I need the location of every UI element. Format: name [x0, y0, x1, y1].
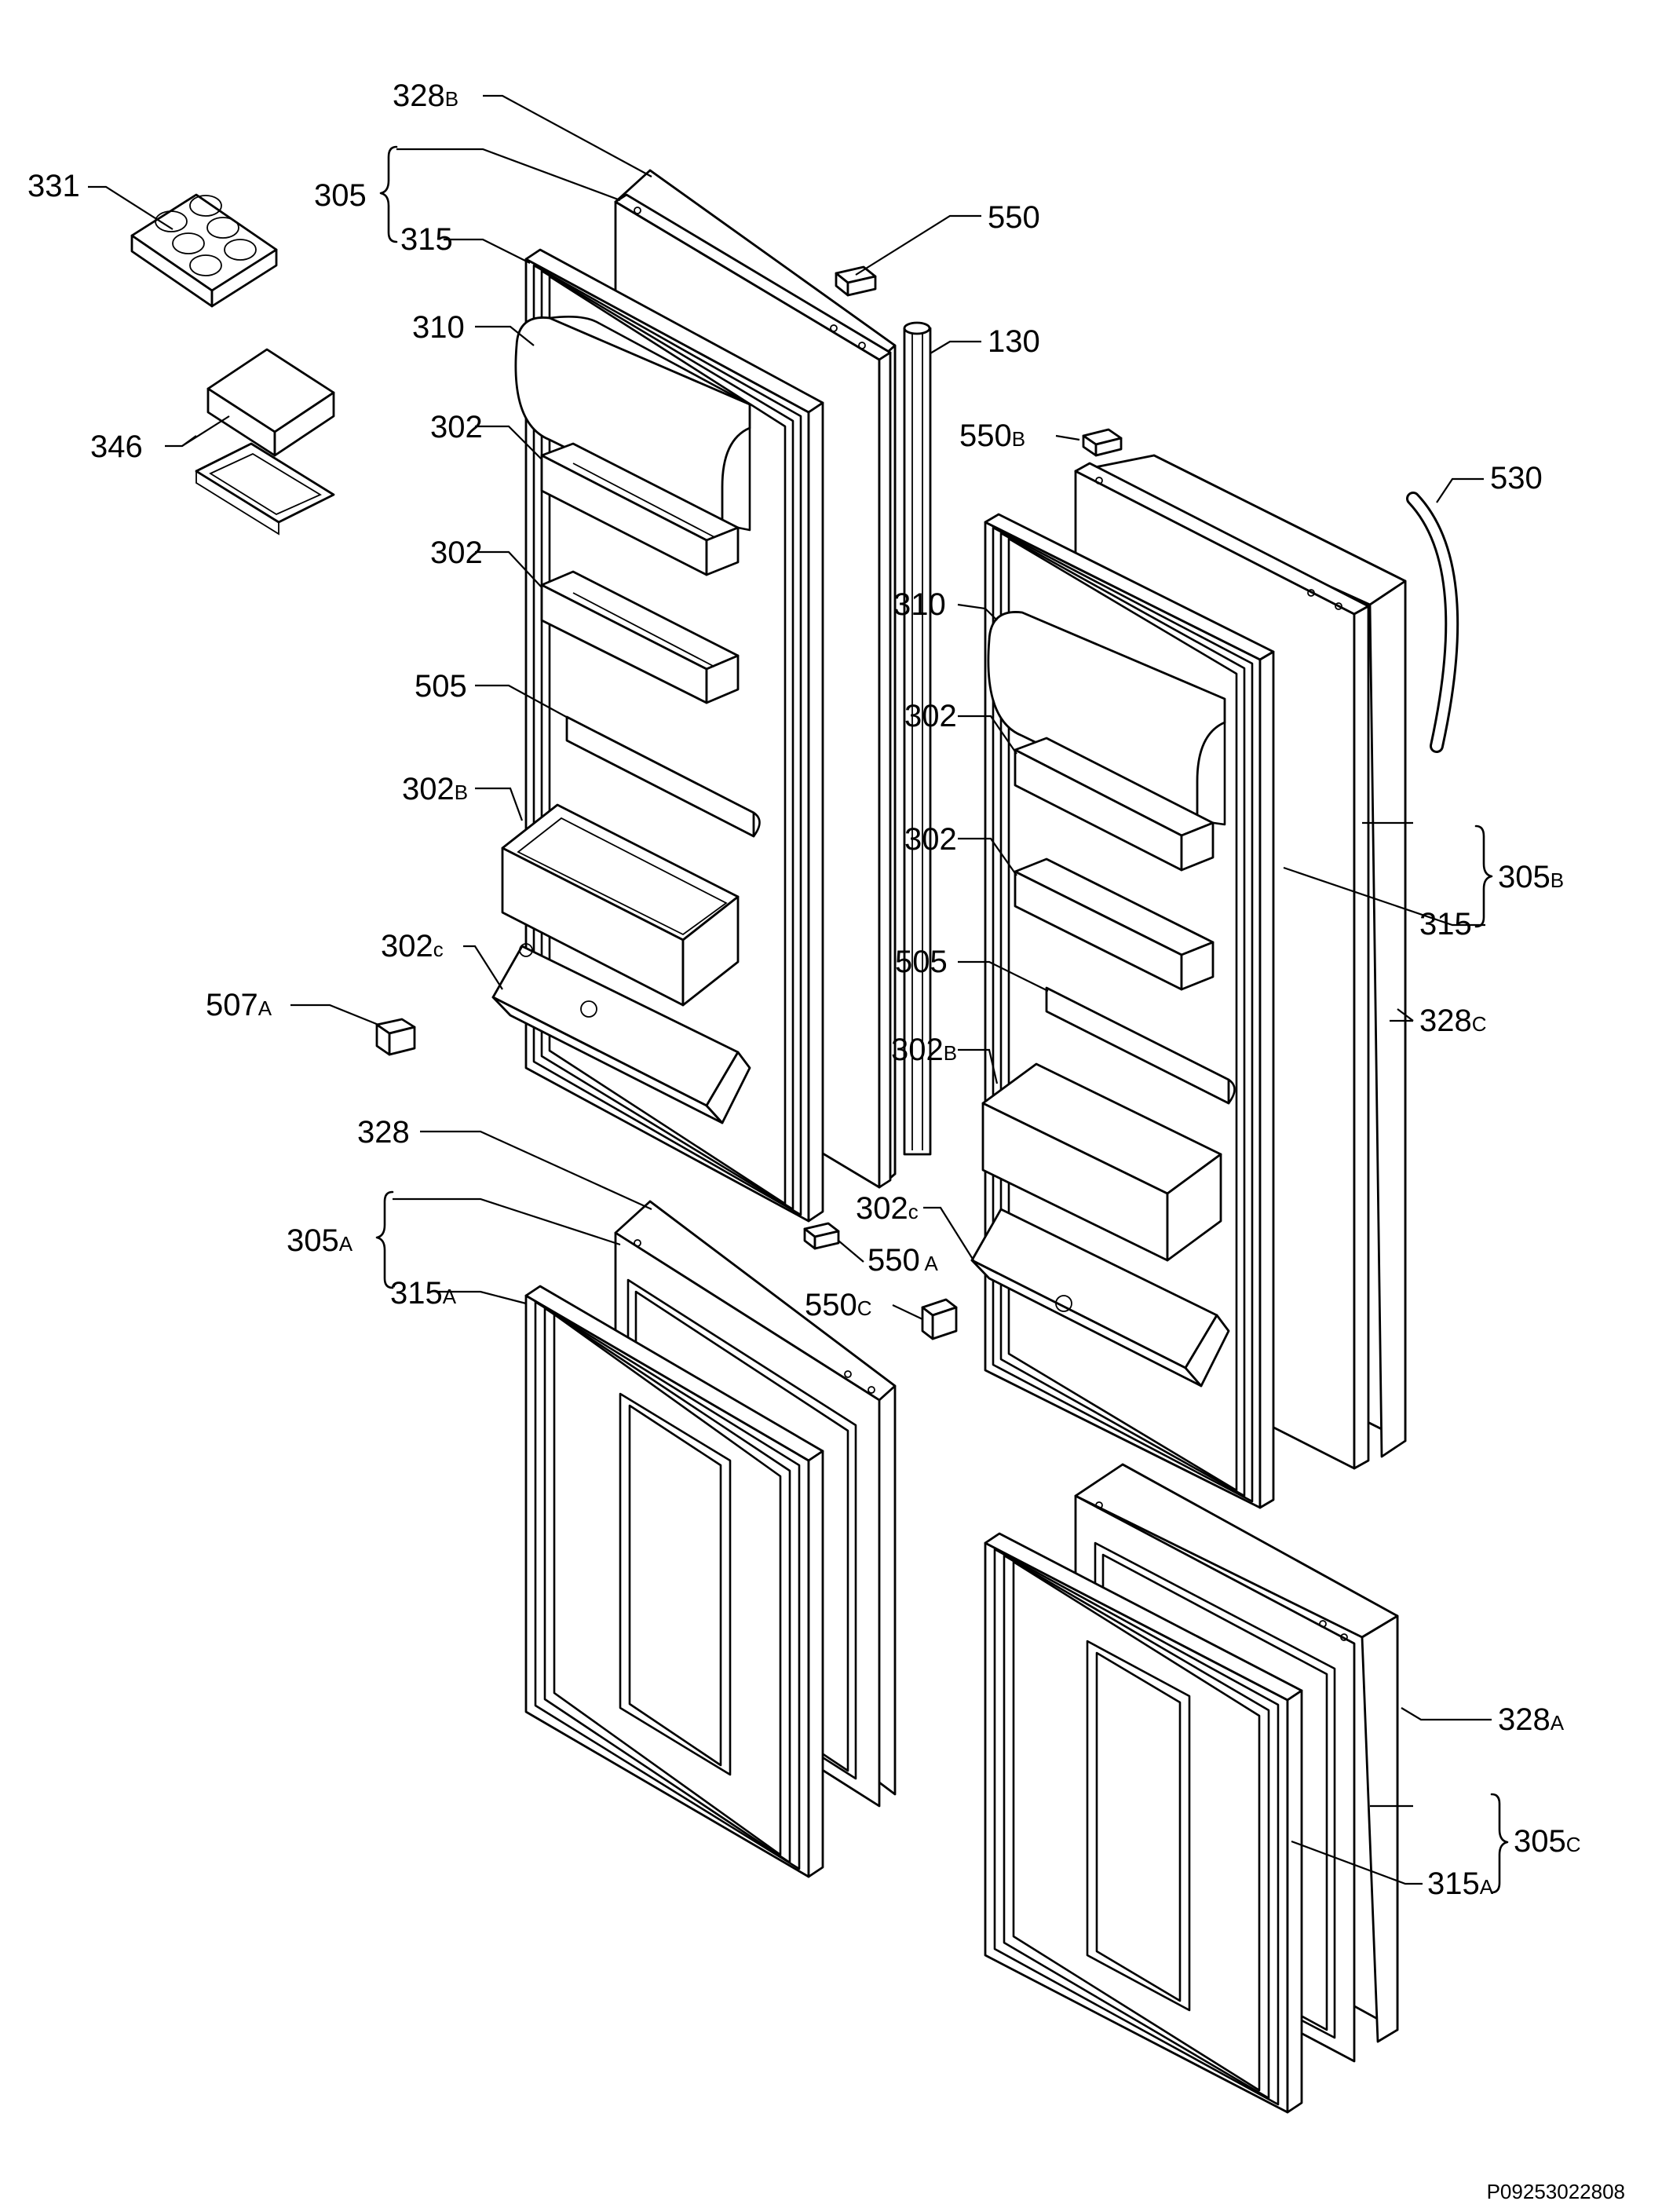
clip-550 [835, 265, 877, 297]
label-346: 346 [90, 430, 143, 464]
reference-code: P09253022808 [1487, 2180, 1625, 2203]
label-310: 310 [412, 310, 465, 345]
clip-550b [1082, 428, 1123, 457]
left-door-shelf-302-lower [540, 570, 740, 704]
label-315a-right: 315A [1427, 1866, 1494, 1901]
label-315a: 315A [390, 1276, 457, 1311]
handle-530 [1406, 492, 1459, 753]
label-550c: 550C [805, 1288, 872, 1322]
label-305a: 305A [287, 1223, 353, 1258]
label-305c: 305C [1514, 1824, 1581, 1859]
label-305: 305 [314, 178, 367, 213]
label-530: 530 [1490, 461, 1543, 495]
brace-305c [1490, 1793, 1509, 1894]
label-505-right: 505 [895, 945, 948, 979]
left-door-shelf-302-upper [540, 442, 740, 576]
left-egg-tray-302c [491, 943, 751, 1124]
left-lower-gasket-315a [524, 1285, 824, 1878]
right-label-strip-505 [1045, 986, 1236, 1105]
brace-305b [1474, 824, 1493, 928]
clip-550a [803, 1222, 840, 1250]
clip-507a [375, 1018, 416, 1056]
label-550a: 550 A [868, 1243, 939, 1278]
label-302-right-upper: 302 [904, 699, 957, 733]
right-lower-gasket-315a [984, 1532, 1303, 2114]
label-550: 550 [988, 200, 1040, 235]
butter-dish-346 [195, 348, 335, 536]
label-302-upper: 302 [430, 410, 483, 444]
label-302b-right: 302B [891, 1033, 957, 1067]
right-egg-tray-302c [970, 1208, 1230, 1388]
label-505: 505 [415, 669, 467, 704]
part-labels: 331 346 328B 305 315 310 302 302 505 302… [27, 79, 1581, 1901]
brace-305 [379, 145, 398, 243]
label-305b: 305B [1498, 860, 1564, 894]
label-315-right: 315 [1419, 907, 1472, 941]
mullion-strip-130 [903, 321, 932, 1156]
leader-lines [88, 94, 1492, 1885]
label-130: 130 [988, 324, 1040, 359]
label-302-right-lower: 302 [904, 822, 957, 857]
label-302c-right: 302c [856, 1191, 919, 1226]
label-328c: 328C [1419, 1004, 1487, 1038]
left-bottle-shelf-302b [501, 803, 740, 1007]
label-507a: 507A [206, 988, 272, 1022]
label-315: 315 [400, 222, 453, 257]
label-310-right: 310 [893, 587, 946, 622]
label-302c: 302c [381, 929, 444, 963]
right-door-shelf-302-upper [1014, 737, 1215, 872]
label-302b: 302B [402, 772, 468, 806]
label-328: 328 [357, 1115, 410, 1150]
left-label-strip-505 [565, 715, 761, 838]
brace-305a [375, 1190, 394, 1289]
label-328a: 328A [1498, 1702, 1565, 1737]
label-302-lower: 302 [430, 536, 483, 570]
label-550b: 550B [959, 419, 1025, 453]
right-bottle-shelf-302b [981, 1062, 1222, 1262]
egg-tray-331 [130, 193, 278, 308]
label-328b: 328B [393, 79, 458, 113]
clip-550c [921, 1298, 958, 1340]
right-door-shelf-302-lower [1014, 857, 1215, 991]
label-331: 331 [27, 169, 80, 203]
